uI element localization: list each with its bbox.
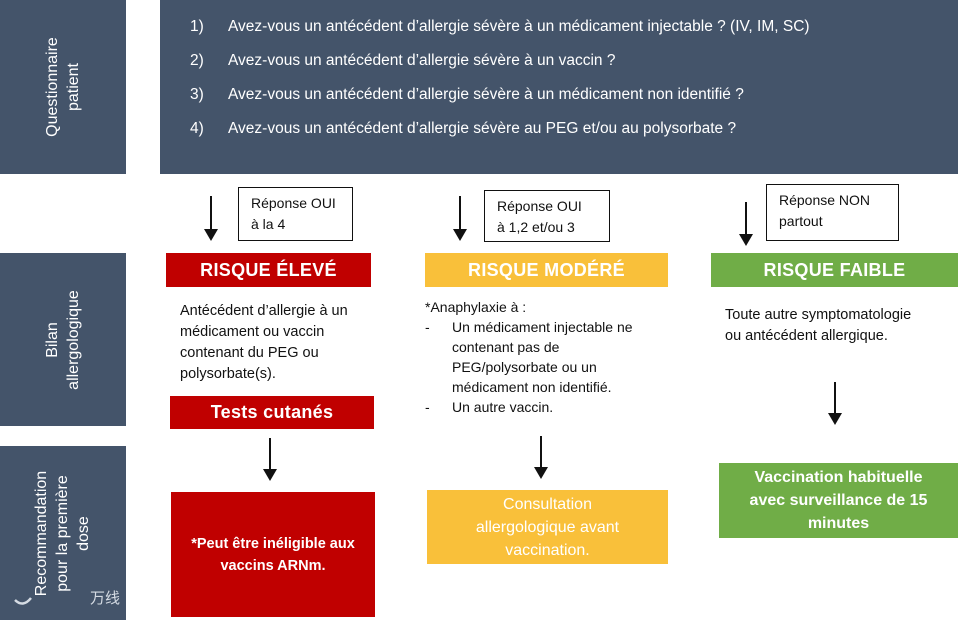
- recommendation-line: Consultation: [503, 495, 592, 513]
- list-dash: -: [425, 399, 430, 415]
- recommendation-moderate: Consultation allergologique avant vaccin…: [427, 490, 668, 564]
- question-item: 1) Avez-vous un antécédent d’allergie sé…: [190, 18, 958, 52]
- sidebar-bilan: Bilan allergologique: [0, 253, 126, 426]
- watermark: 万线: [12, 586, 120, 608]
- risk-moderate-header: RISQUE MODÉRÉ: [425, 253, 668, 287]
- arrow-down-icon: [739, 202, 753, 248]
- arrow-down-icon: [263, 438, 277, 482]
- question-number: 4): [190, 120, 204, 137]
- description-line: Antécédent d’allergie à un: [180, 303, 348, 319]
- list-item: - Un autre vaccin.: [425, 397, 675, 417]
- anaphylaxis-intro: *Anaphylaxie à :: [425, 299, 527, 315]
- response-box-low: Réponse NON partout: [766, 184, 899, 241]
- list-dash: -: [425, 319, 430, 335]
- sidebar-label-line: pour la première: [54, 474, 72, 592]
- question-item: 3) Avez-vous un antécédent d’allergie sé…: [190, 86, 958, 120]
- list-item-line: contenant pas de: [452, 339, 560, 355]
- description-low: Toute autre symptomatologie ou antécéden…: [725, 305, 955, 347]
- list-item-line: médicament non identifié.: [452, 379, 612, 395]
- list-item-line: Un autre vaccin.: [452, 399, 554, 415]
- recommendation-low: Vaccination habituelle avec surveillance…: [719, 463, 958, 538]
- sidebar-label-line: allergologique: [64, 289, 82, 390]
- recommendation-line: avec surveillance de 15: [749, 492, 928, 509]
- question-text: Avez-vous un antécédent d’allergie sévèr…: [228, 120, 737, 137]
- response-box-moderate: Réponse OUI à 1,2 et/ou 3: [484, 190, 610, 242]
- watermark-text: 万线: [90, 589, 121, 607]
- sidebar-label-line: Recommandation: [33, 470, 51, 596]
- recommendation-line: allergologique avant: [475, 518, 620, 536]
- risk-low-header: RISQUE FAIBLE: [711, 253, 958, 287]
- recommendation-line: Vaccination habituelle: [754, 469, 923, 486]
- response-box-high: Réponse OUI à la 4: [238, 187, 353, 241]
- response-line: à 1,2 et/ou 3: [497, 219, 575, 235]
- sidebar-recommandation: Recommandation pour la première dose: [0, 446, 126, 620]
- recommendation-line: vaccination.: [505, 541, 590, 559]
- recommendation-line: *Peut être inéligible aux: [191, 535, 355, 552]
- questions-box: 1) Avez-vous un antécédent d’allergie sé…: [160, 0, 958, 174]
- question-text: Avez-vous un antécédent d’allergie sévèr…: [228, 18, 810, 35]
- arrow-down-icon: [828, 382, 842, 426]
- question-number: 3): [190, 86, 204, 103]
- watermark-logo-icon: [14, 597, 32, 605]
- question-item: 4) Avez-vous un antécédent d’allergie sé…: [190, 120, 958, 154]
- response-line: Réponse NON: [779, 192, 871, 208]
- description-line: contenant du PEG ou: [180, 345, 319, 361]
- question-number: 2): [190, 52, 204, 69]
- sidebar-questionnaire: Questionnaire patient: [0, 0, 126, 174]
- response-line: partout: [779, 213, 823, 229]
- arrow-down-icon: [534, 436, 548, 480]
- recommendation-line: minutes: [807, 515, 870, 532]
- arrow-down-icon: [453, 196, 467, 242]
- recommendation-high: *Peut être inéligible aux vaccins ARNm.: [171, 492, 375, 617]
- list-item-line: PEG/polysorbate ou un: [452, 359, 597, 375]
- list-item-line: Un médicament injectable ne: [452, 319, 633, 335]
- sidebar-label-line: dose: [75, 515, 93, 551]
- response-line: Réponse OUI: [251, 195, 336, 211]
- description-moderate: *Anaphylaxie à : - Un médicament injecta…: [425, 297, 675, 417]
- sidebar-label-line: Bilan: [43, 321, 61, 358]
- tests-cutanes-box: Tests cutanés: [170, 396, 374, 429]
- description-high: Antécédent d’allergie à un médicament ou…: [180, 301, 390, 385]
- description-line: médicament ou vaccin: [180, 324, 325, 340]
- list-item: - Un médicament injectable ne contenant …: [425, 317, 675, 397]
- arrow-down-icon: [204, 196, 218, 242]
- question-text: Avez-vous un antécédent d’allergie sévèr…: [228, 86, 744, 103]
- question-item: 2) Avez-vous un antécédent d’allergie sé…: [190, 52, 958, 86]
- sidebar-label-line: patient: [65, 62, 82, 112]
- description-line: polysorbate(s).: [180, 366, 276, 382]
- recommendation-line: vaccins ARNm.: [220, 557, 326, 574]
- question-number: 1): [190, 18, 204, 35]
- risk-high-header: RISQUE ÉLEVÉ: [166, 253, 371, 287]
- description-line: Toute autre symptomatologie: [725, 307, 912, 323]
- response-line: Réponse OUI: [497, 198, 582, 214]
- response-line: à la 4: [251, 216, 286, 232]
- question-text: Avez-vous un antécédent d’allergie sévèr…: [228, 52, 616, 69]
- description-line: ou antécédent allergique.: [725, 328, 888, 344]
- sidebar-label-line: Questionnaire: [44, 37, 61, 137]
